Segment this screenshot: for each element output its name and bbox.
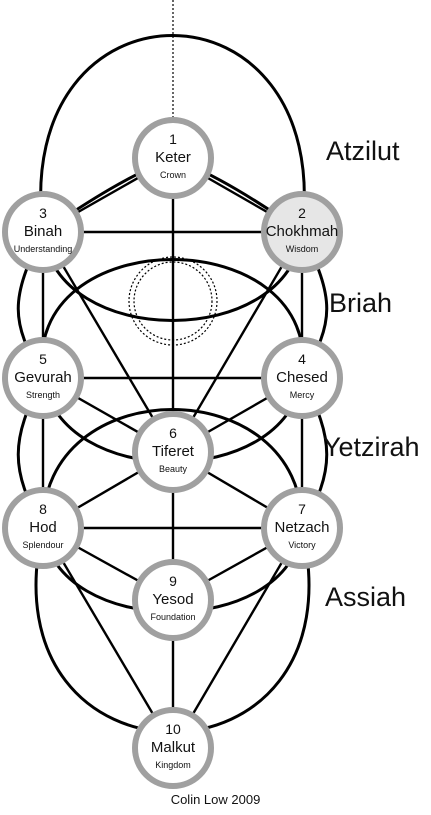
sephirah-number: 6: [169, 425, 177, 441]
sephirah-number: 7: [298, 501, 306, 517]
daat: [128, 0, 218, 346]
world-curve-atzilut-outer: [39, 34, 306, 233]
sephirah-number: 10: [165, 721, 181, 737]
daat-inner-dotted-circle: [133, 261, 213, 341]
sephirah-name: Chokhmah: [266, 223, 339, 240]
sephirah-number: 8: [39, 501, 47, 517]
daat-outer-dotted-circle: [128, 256, 218, 346]
sephirah-circle-yesod: [132, 559, 214, 641]
world-label-assiah: Assiah: [325, 582, 406, 612]
path-3-6: [41, 231, 175, 453]
sephirah-number: 9: [169, 573, 177, 589]
sephirah-number: 1: [169, 131, 177, 147]
sephirah-name: Yesod: [152, 591, 193, 608]
sephirah-meaning: Strength: [26, 390, 60, 400]
world-label-atzilut: Atzilut: [326, 136, 400, 166]
sephirah-circle-netzach: [261, 487, 343, 569]
sephirah-circle-hod: [2, 487, 84, 569]
sephirah-meaning: Beauty: [159, 464, 188, 474]
sephirah-circle-malkut: [132, 707, 214, 789]
sephirah-meaning: Understanding: [14, 244, 73, 254]
sephirah-circle-tiferet: [132, 411, 214, 493]
path-7-10: [171, 527, 304, 749]
path-2-6: [171, 231, 304, 453]
sephirah-meaning: Kingdom: [155, 760, 191, 770]
world-label-yetzirah: Yetzirah: [323, 432, 420, 462]
sephirah-name: Netzach: [274, 519, 329, 536]
sephirah-circle-gevurah: [2, 337, 84, 419]
sephirah-name: Hod: [29, 519, 57, 536]
sephirah-name: Binah: [24, 223, 62, 240]
path-8-10: [41, 527, 175, 749]
sephirah-number: 2: [298, 205, 306, 221]
sephirah-meaning: Victory: [288, 540, 316, 550]
sephirah-meaning: Crown: [160, 170, 186, 180]
sephirah-meaning: Wisdom: [286, 244, 319, 254]
sephirah-name: Gevurah: [14, 369, 72, 386]
sephirah-number: 5: [39, 351, 47, 367]
sephirah-name: Keter: [155, 149, 191, 166]
sephirah-circle-keter: [132, 117, 214, 199]
world-label-briah: Briah: [329, 288, 392, 318]
sephirah-name: Malkut: [151, 739, 196, 756]
sephirah-number: 4: [298, 351, 306, 367]
sephirah-meaning: Mercy: [290, 390, 315, 400]
sephirah-number: 3: [39, 205, 47, 221]
sephirah-circle-chokhmah: [261, 191, 343, 273]
sephirah-meaning: Foundation: [150, 612, 195, 622]
credit: Colin Low 2009: [170, 792, 261, 807]
sephirah-circle-chesed: [261, 337, 343, 419]
sephirah-meaning: Splendour: [22, 540, 63, 550]
sephirah-name: Chesed: [276, 369, 328, 386]
sephirah-name: Tiferet: [152, 443, 195, 460]
sephirah-circle-binah: [2, 191, 84, 273]
